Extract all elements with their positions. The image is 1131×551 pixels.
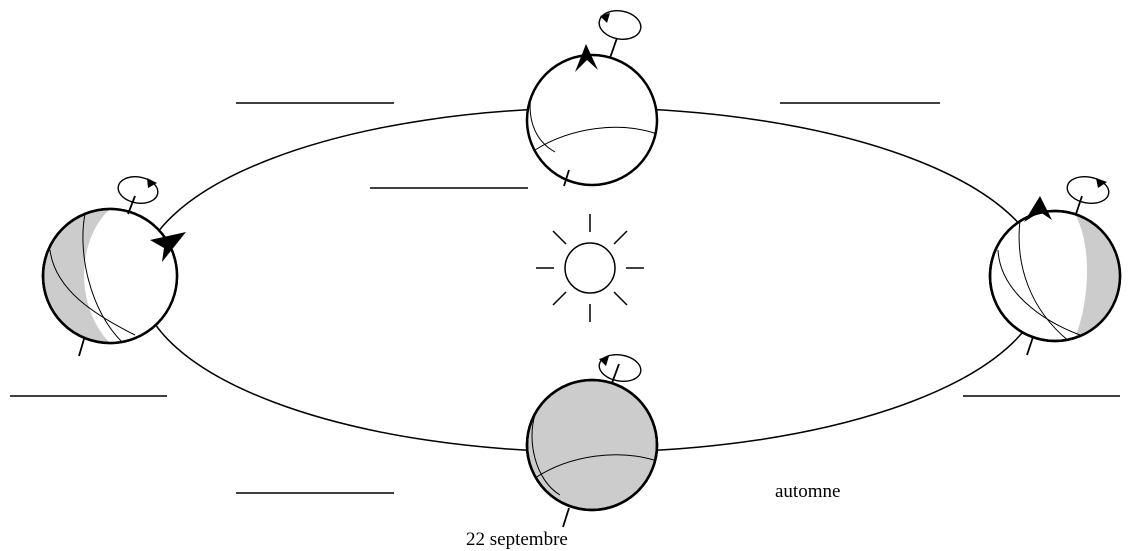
- season-label: automne: [775, 481, 840, 502]
- earth-axis: [609, 37, 618, 59]
- observer-arrow-icon: [1024, 196, 1052, 222]
- earth-axis: [127, 195, 136, 215]
- sun-icon: [536, 214, 644, 322]
- observer-arrow-icon: [150, 232, 186, 262]
- answer-lines: [10, 102, 1120, 494]
- rotation-arrow-icon: [598, 10, 642, 40]
- earth-axis: [563, 169, 570, 187]
- observer-arrow-icon: [575, 44, 598, 72]
- rotation-arrow-icon: [1066, 175, 1110, 205]
- earth-axis: [78, 338, 85, 357]
- earth-axis: [562, 507, 570, 528]
- earth-axis: [1026, 336, 1034, 356]
- earth-right: [988, 175, 1122, 356]
- rotation-arrow-icon: [117, 176, 159, 204]
- earth-top: [525, 10, 659, 187]
- earth-axis: [1075, 195, 1083, 215]
- earth-left: [41, 176, 186, 357]
- rotation-arrow-icon: [598, 353, 642, 383]
- date-label: 22 septembre: [466, 529, 568, 550]
- earth-bottom: [525, 353, 659, 528]
